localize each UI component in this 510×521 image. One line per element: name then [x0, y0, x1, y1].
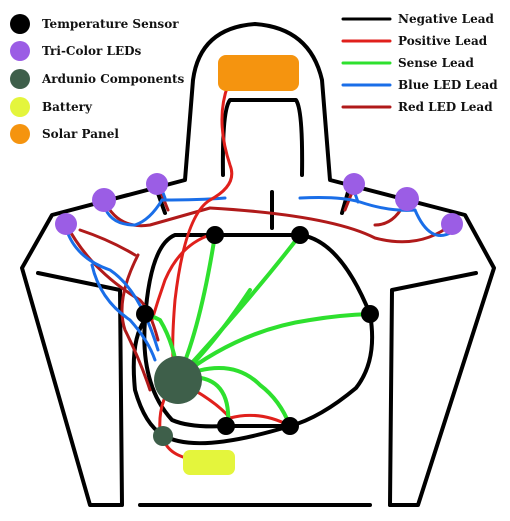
legend-tri-color-led-marker — [10, 41, 30, 61]
legend-temperature-sensor-marker — [10, 14, 30, 34]
legend-components: Temperature Sensor Tri-Color LEDs Arduni… — [10, 14, 184, 144]
arduino-main-board — [154, 356, 202, 404]
legend-label: Tri-Color LEDs — [42, 44, 142, 58]
legend-battery-marker — [10, 97, 30, 117]
tri-color-led — [146, 173, 168, 195]
temperature-sensor — [206, 226, 224, 244]
tri-color-led — [343, 173, 365, 195]
temperature-sensor — [136, 305, 154, 323]
legend-label: Solar Panel — [42, 127, 119, 141]
tri-color-leds — [55, 173, 463, 235]
legend-label: Positive Lead — [398, 34, 488, 48]
legend-solar-panel-marker — [10, 124, 30, 144]
solar-panel — [218, 55, 299, 91]
temperature-sensor — [281, 417, 299, 435]
legend-arduino-marker — [10, 69, 30, 89]
tri-color-led — [395, 187, 419, 211]
tri-color-led — [55, 213, 77, 235]
legend-label: Red LED Lead — [398, 100, 493, 114]
legend-label: Temperature Sensor — [42, 17, 179, 31]
tri-color-led — [92, 188, 116, 212]
legend-label: Ardunio Components — [41, 72, 184, 86]
legend-label: Battery — [42, 100, 93, 114]
temperature-sensors — [136, 226, 379, 435]
legend-leads: Negative Lead Positive Lead Sense Lead B… — [341, 12, 498, 114]
legend-label: Sense Lead — [398, 56, 474, 70]
battery — [183, 450, 235, 475]
arduino-component-small — [153, 426, 173, 446]
legend-label: Blue LED Lead — [398, 78, 498, 92]
temperature-sensor — [361, 305, 379, 323]
legend-label: Negative Lead — [398, 12, 495, 26]
temperature-sensor — [217, 417, 235, 435]
temperature-sensor — [291, 226, 309, 244]
tri-color-led — [441, 213, 463, 235]
